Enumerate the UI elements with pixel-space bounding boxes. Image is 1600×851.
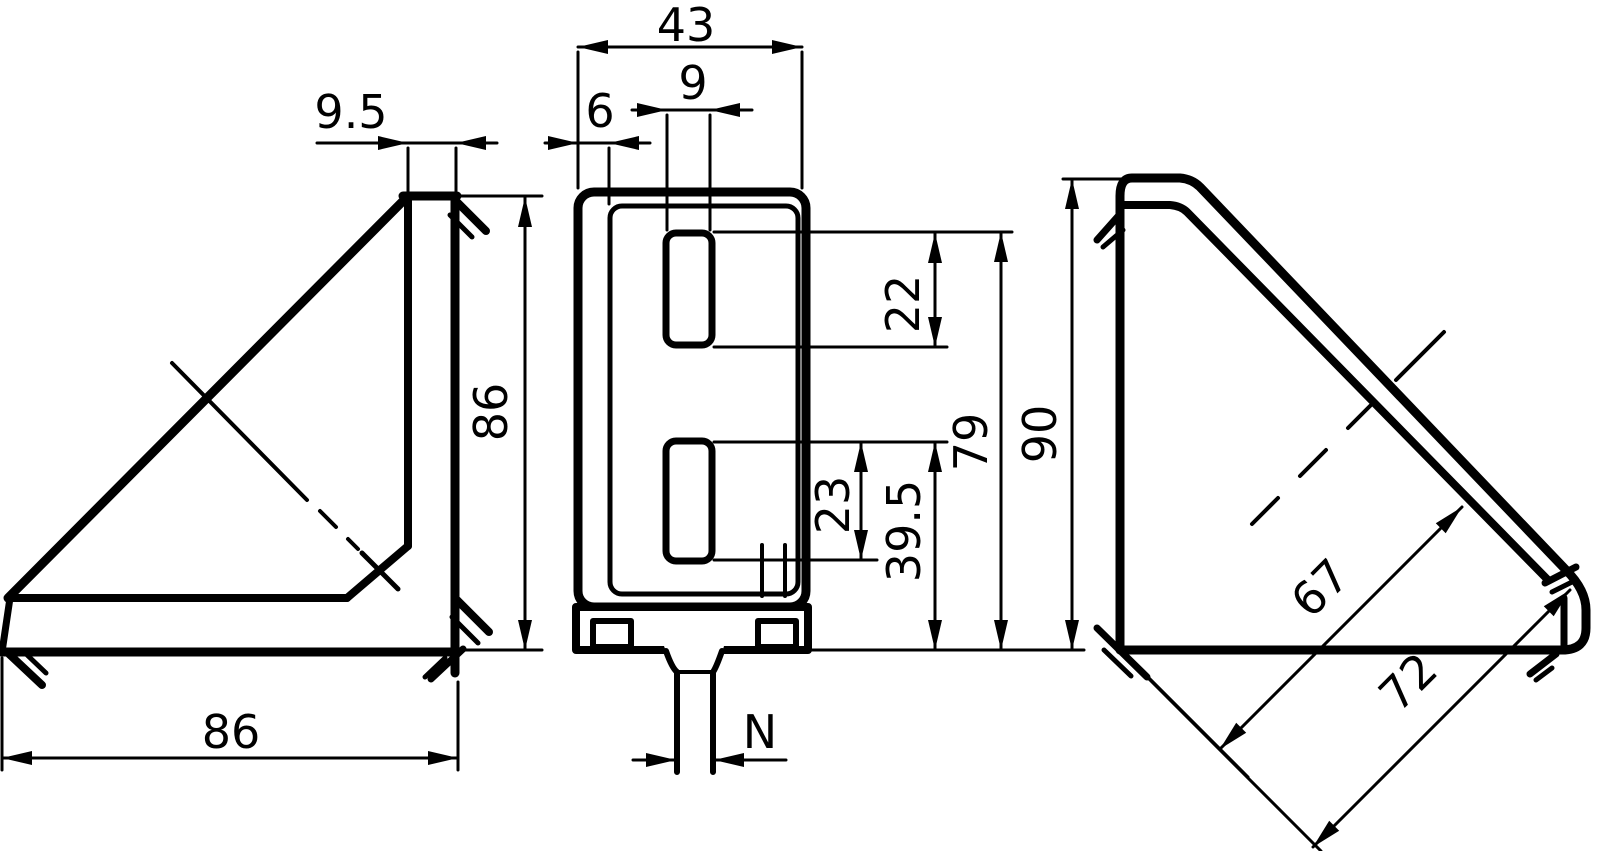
arrow bbox=[928, 620, 942, 650]
tenon-left-edge bbox=[663, 648, 680, 775]
arrow bbox=[1313, 820, 1340, 847]
serration-dash-1 bbox=[318, 509, 338, 529]
lower-slot bbox=[662, 437, 716, 565]
extension-lines bbox=[0, 50, 1323, 851]
body-inner-outline bbox=[607, 203, 801, 597]
tenon-right-edge bbox=[710, 648, 725, 775]
arrow bbox=[578, 40, 608, 54]
claw-top-right bbox=[452, 197, 490, 235]
dimline-67 bbox=[1218, 505, 1464, 751]
arrow bbox=[456, 136, 486, 150]
dim-label-86-bottom: 86 bbox=[202, 705, 261, 759]
arrow bbox=[710, 103, 740, 117]
claw-bottom-left bbox=[5, 650, 46, 689]
dim-label-79: 79 bbox=[944, 413, 998, 472]
dim-label-43: 43 bbox=[657, 0, 716, 52]
arrow bbox=[854, 530, 868, 560]
arrow bbox=[637, 103, 667, 117]
claw-bottom-right bbox=[1526, 650, 1560, 678]
outline bbox=[1115, 173, 1591, 655]
claw-bottom-right bbox=[427, 645, 467, 683]
dim-label-6: 6 bbox=[585, 84, 614, 138]
arrow bbox=[772, 40, 802, 54]
dim-label-23: 23 bbox=[806, 476, 860, 535]
dim-label-9-5: 9.5 bbox=[314, 85, 387, 139]
base-left-end bbox=[0, 594, 14, 656]
arrow bbox=[714, 753, 744, 767]
dimension-labels: 9.5 86 86 43 9 6 22 23 39.5 79 90 N 67 7… bbox=[202, 0, 1448, 759]
arrow bbox=[1065, 620, 1079, 650]
arrow bbox=[928, 233, 942, 263]
arrow bbox=[1543, 590, 1570, 617]
arrow bbox=[609, 136, 639, 150]
claw-top-left bbox=[1093, 209, 1125, 244]
claw-bottom-left-notch bbox=[1101, 647, 1134, 679]
claw-top-right-notch bbox=[447, 212, 475, 240]
arrow bbox=[378, 136, 408, 150]
arrow bbox=[428, 751, 458, 765]
dim-label-67: 67 bbox=[1280, 548, 1360, 628]
left-side-view bbox=[0, 191, 493, 689]
serration-line bbox=[170, 361, 309, 502]
arrow bbox=[994, 620, 1008, 650]
claw-bottom-right-notch bbox=[1533, 665, 1555, 683]
arrow bbox=[994, 232, 1008, 262]
serration-dash-2 bbox=[1298, 448, 1328, 478]
arrow bbox=[928, 317, 942, 347]
arrow bbox=[928, 442, 942, 472]
dimline-72 bbox=[1311, 588, 1572, 849]
claw-bottom-right-notch bbox=[422, 655, 448, 680]
dim-label-39-5: 39.5 bbox=[877, 480, 931, 582]
claw-right-outer bbox=[453, 596, 493, 636]
right-side-view bbox=[1093, 173, 1591, 683]
dimension-arrowheads bbox=[2, 40, 1570, 847]
inner-hypotenuse bbox=[1120, 201, 1552, 584]
arrow bbox=[646, 753, 676, 767]
base-notch-right bbox=[755, 618, 799, 650]
dim-label-86-vertical: 86 bbox=[464, 383, 518, 442]
arrow bbox=[1435, 507, 1462, 534]
arrow bbox=[1220, 722, 1247, 749]
dim-label-N: N bbox=[743, 705, 777, 759]
serration-dash-1 bbox=[1346, 400, 1376, 430]
claw-inner-corner bbox=[359, 550, 401, 592]
arrow bbox=[548, 136, 578, 150]
serration-line bbox=[1394, 330, 1446, 382]
ext-72-lower bbox=[1144, 674, 1323, 851]
arrow bbox=[1065, 179, 1079, 209]
claw-right-outer-notch bbox=[449, 614, 481, 646]
arrow bbox=[854, 442, 868, 472]
arrow bbox=[2, 751, 32, 765]
base-notch-left bbox=[590, 618, 634, 650]
dim-label-22: 22 bbox=[876, 275, 930, 334]
dim-label-90: 90 bbox=[1013, 405, 1067, 464]
front-view bbox=[572, 187, 812, 775]
serration-dash-3 bbox=[1250, 496, 1280, 526]
upper-slot bbox=[662, 229, 716, 349]
arrow bbox=[518, 197, 532, 227]
claw-hyp-end-notch bbox=[1549, 577, 1579, 595]
serration-dash-2 bbox=[346, 537, 360, 551]
claw-hyp-end bbox=[1541, 563, 1580, 587]
claw-bottom-left-notch bbox=[21, 649, 49, 676]
dim-label-9: 9 bbox=[678, 56, 707, 110]
claw-top-left-notch bbox=[1100, 227, 1126, 250]
arrow bbox=[518, 620, 532, 650]
